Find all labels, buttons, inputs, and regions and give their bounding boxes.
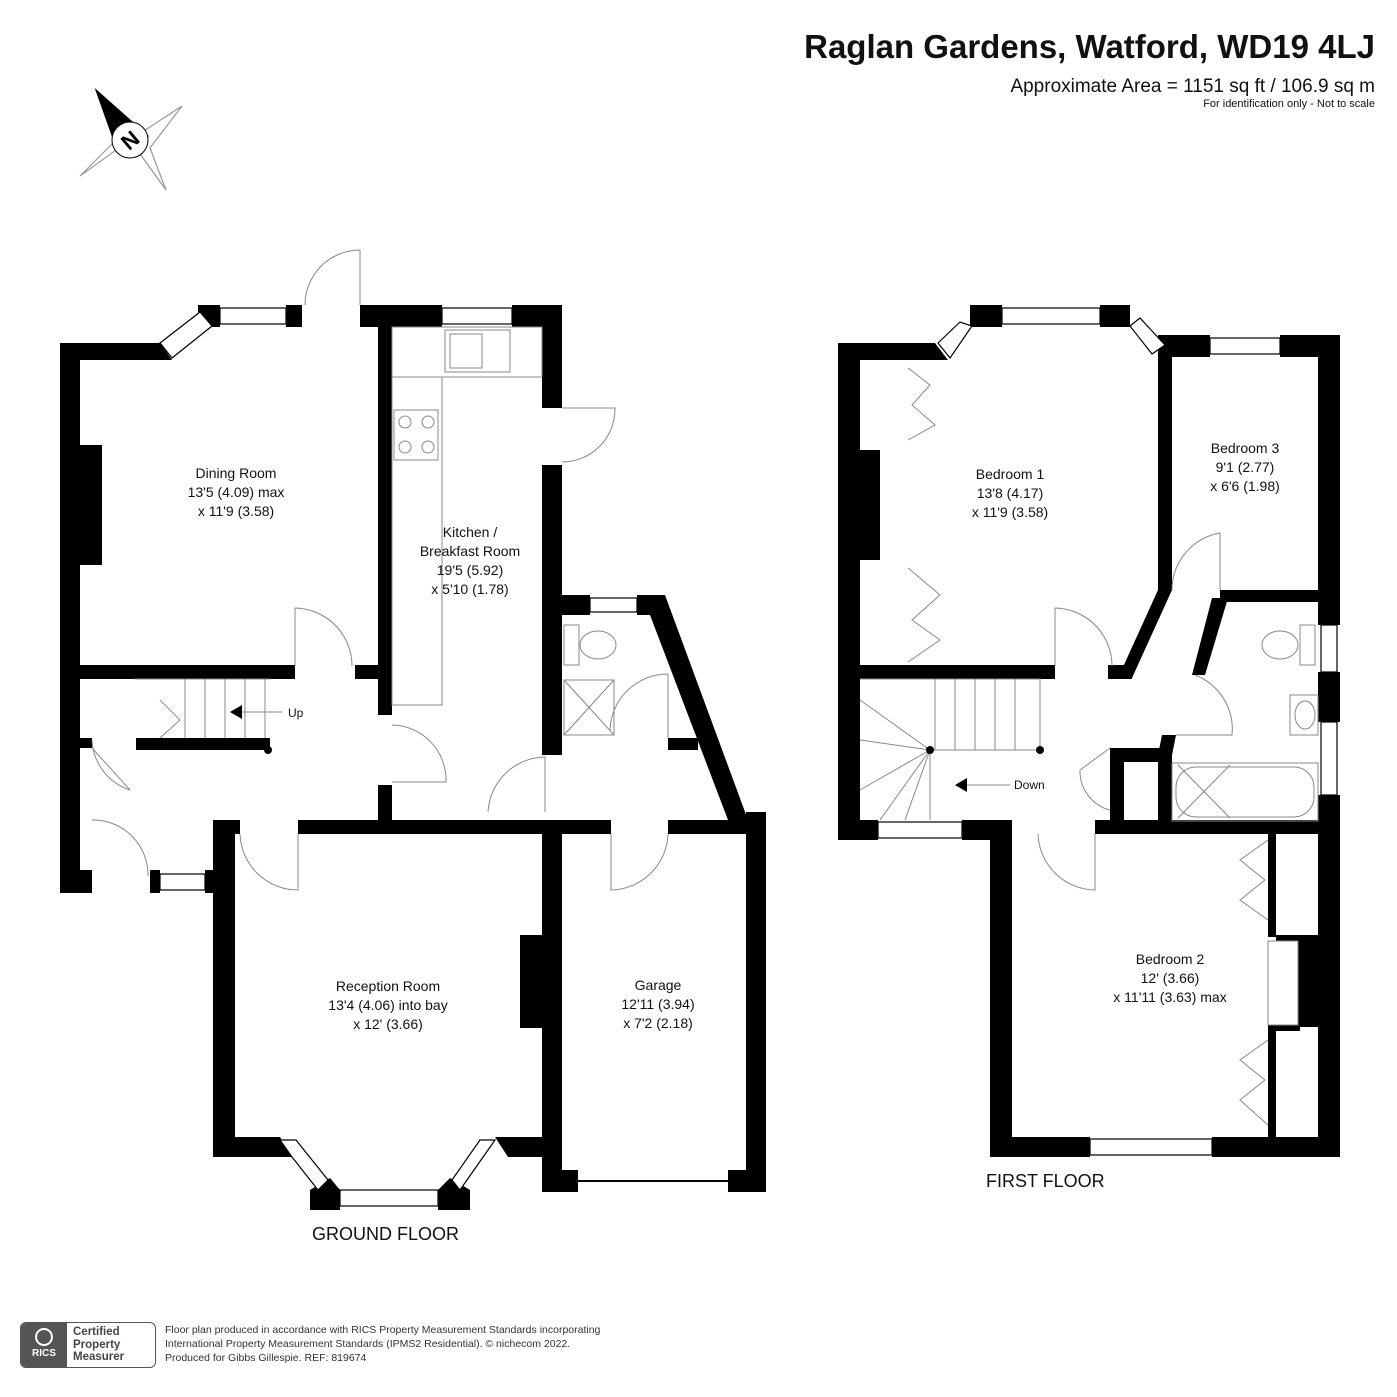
first-floor-label: FIRST FLOOR xyxy=(986,1171,1105,1191)
down-arrow-icon xyxy=(926,746,1044,792)
room-label-bedroom-2: Bedroom 2 12' (3.66) x 11'11 (3.63) max xyxy=(1113,950,1226,1007)
room-dimension: x 11'11 (3.63) max xyxy=(1113,989,1227,1005)
bathroom-fixtures xyxy=(1171,624,1319,822)
badge-line: Certified xyxy=(73,1326,120,1338)
room-dimension: x 11'9 (3.58) xyxy=(971,504,1049,520)
room-label-garage: Garage 12'11 (3.94) x 7'2 (2.18) xyxy=(621,976,694,1033)
room-label-reception-room: Reception Room 13'4 (4.06) into bay x 12… xyxy=(328,977,447,1034)
rics-logo-text: RICS xyxy=(32,1348,56,1359)
room-label-kitchen: Kitchen / Breakfast Room 19'5 (5.92) x 5… xyxy=(420,523,520,599)
north-arrow-icon xyxy=(79,88,183,191)
ground-floor-windows xyxy=(159,307,728,1207)
ground-stairs xyxy=(135,678,270,739)
badge-line: Measurer xyxy=(73,1351,125,1363)
room-dimension: x 11'9 (3.58) xyxy=(197,503,275,519)
room-name: Bedroom 1 xyxy=(975,466,1045,482)
room-label-bedroom-1: Bedroom 1 13'8 (4.17) x 11'9 (3.58) xyxy=(972,465,1048,522)
room-dimension: x 7'2 (2.18) xyxy=(623,1015,693,1031)
room-name: Bedroom 2 xyxy=(1135,951,1205,967)
first-floor-windows xyxy=(877,307,1338,1156)
room-dimension: 13'5 (4.09) max xyxy=(187,484,285,500)
room-dimension: 12' (3.66) xyxy=(1140,970,1200,986)
room-dimension: x 5'10 (1.78) xyxy=(431,581,509,597)
room-dimension: 13'4 (4.06) into bay xyxy=(328,997,448,1013)
room-dimension: 12'11 (3.94) xyxy=(621,996,695,1012)
rics-certified-badge: RICS Certified Property Measurer xyxy=(20,1322,156,1368)
room-name: Dining Room xyxy=(195,465,277,481)
property-title: Raglan Gardens, Watford, WD19 4LJ xyxy=(804,28,1375,65)
first-floor-walls xyxy=(838,305,1340,1157)
footer-disclaimer: Floor plan produced in accordance with R… xyxy=(165,1323,600,1365)
rics-emblem-icon xyxy=(35,1328,53,1346)
up-arrow-icon xyxy=(230,705,282,754)
ground-floor-walls xyxy=(60,305,766,1210)
identification-note: For identification only - Not to scale xyxy=(1203,98,1375,110)
room-label-bedroom-3: Bedroom 3 9'1 (2.77) x 6'6 (1.98) xyxy=(1210,439,1280,496)
room-name: Reception Room xyxy=(335,978,441,994)
kitchen-fixtures xyxy=(391,326,617,736)
approximate-area: Approximate Area = 1151 sq ft / 106.9 sq… xyxy=(1010,76,1375,97)
room-label-dining-room: Dining Room 13'5 (4.09) max x 11'9 (3.58… xyxy=(188,464,285,521)
room-dimension: x 12' (3.66) xyxy=(353,1016,423,1032)
stairs-up-label: Up xyxy=(288,706,304,720)
first-stairs xyxy=(859,678,1041,821)
ground-floor-label: GROUND FLOOR xyxy=(312,1224,460,1244)
footer-line: Produced for Gibbs Gillespie. REF: 81967… xyxy=(165,1352,367,1364)
first-floor-doors xyxy=(907,367,1299,1126)
rics-logo: RICS xyxy=(21,1323,67,1367)
stairs-down-label: Down xyxy=(1014,778,1045,792)
footer-line: Floor plan produced in accordance with R… xyxy=(165,1324,601,1336)
badge-text: Certified Property Measurer xyxy=(73,1326,124,1364)
ground-floor-doors xyxy=(91,249,669,891)
room-dimension: 13'8 (4.17) xyxy=(976,485,1044,501)
room-dimension: 9'1 (2.77) xyxy=(1215,459,1275,475)
badge-line: Property xyxy=(73,1338,121,1351)
room-name: Breakfast Room xyxy=(419,543,521,559)
footer-line: International Property Measurement Stand… xyxy=(165,1338,571,1350)
room-dimension: 19'5 (5.92) xyxy=(436,562,504,578)
room-dimension: x 6'6 (1.98) xyxy=(1210,478,1280,494)
room-name: Bedroom 3 xyxy=(1210,440,1280,456)
room-name: Kitchen / xyxy=(442,524,498,540)
room-name: Garage xyxy=(634,977,682,993)
